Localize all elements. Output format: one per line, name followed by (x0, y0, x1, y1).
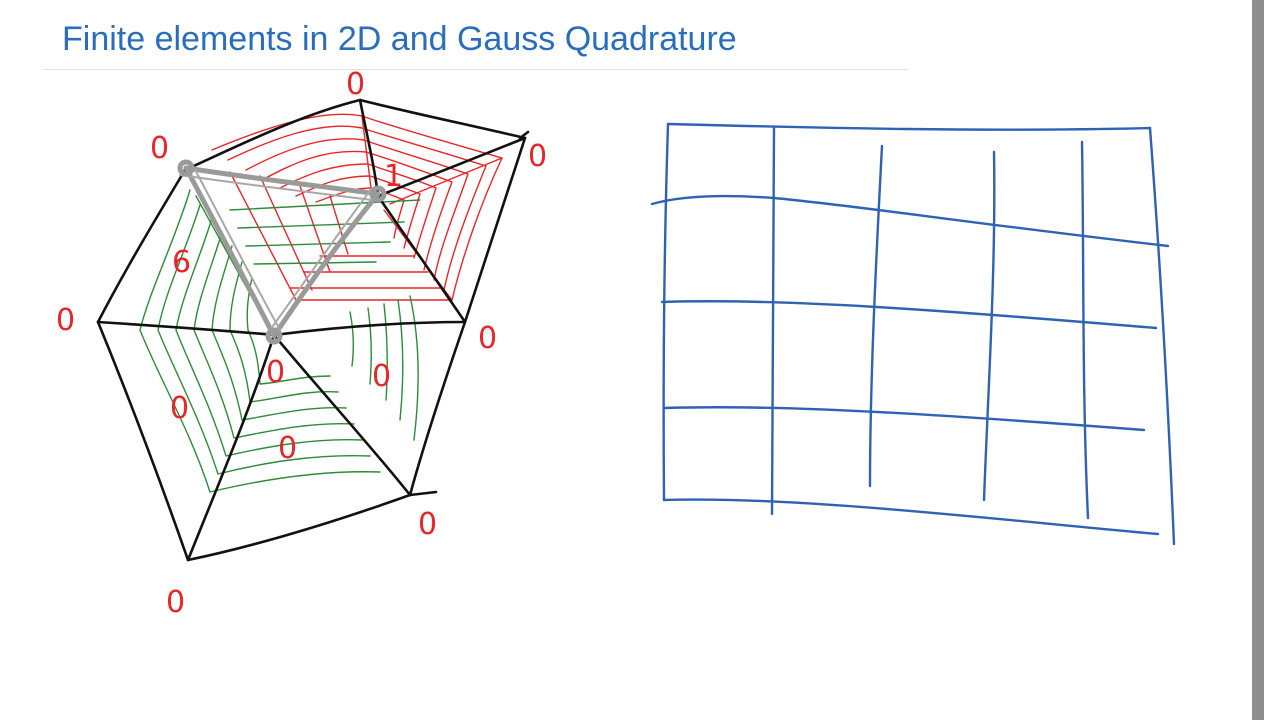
mesh-edges (96, 98, 530, 562)
grid-column-line (982, 150, 996, 502)
node-value: 0 (478, 321, 497, 356)
node-value: 0 (346, 67, 365, 102)
grid-column-line (868, 144, 884, 488)
grid-border-left (662, 122, 670, 502)
green-basis-contours (139, 189, 421, 493)
grid-border-bottom (662, 498, 1160, 536)
node-value: 0 (150, 131, 169, 166)
grid-column-line (770, 126, 776, 516)
grid-column-line (1080, 140, 1090, 520)
node-value: 0 (166, 585, 185, 620)
scrollbar[interactable] (1252, 0, 1264, 720)
node-value: 0 (170, 391, 189, 426)
node-value: 6 (172, 245, 191, 280)
grid-border-right (1148, 126, 1176, 546)
structured-grid (650, 122, 1176, 546)
highlighted-element (177, 159, 387, 345)
title-divider (42, 69, 908, 70)
node-value-labels: 0 0 0 0 0 0 0 1 6 0 0 0 0 (56, 67, 547, 620)
grid-row-line (660, 300, 1158, 330)
node-value: 0 (528, 139, 547, 174)
node-value: 0 (56, 303, 75, 338)
grid-row-line (662, 406, 1146, 432)
page-title: Finite elements in 2D and Gauss Quadratu… (62, 20, 737, 58)
node-value: 0 (372, 359, 391, 394)
grid-border-top (666, 122, 1152, 131)
node-value: 0 (266, 355, 285, 390)
node-value: 1 (384, 159, 403, 194)
hexagon-mesh: 0 0 0 0 0 0 0 1 6 0 0 0 0 (56, 67, 547, 620)
grid-row-line (650, 194, 1170, 248)
node-value: 0 (278, 431, 297, 466)
node-value: 0 (418, 507, 437, 542)
